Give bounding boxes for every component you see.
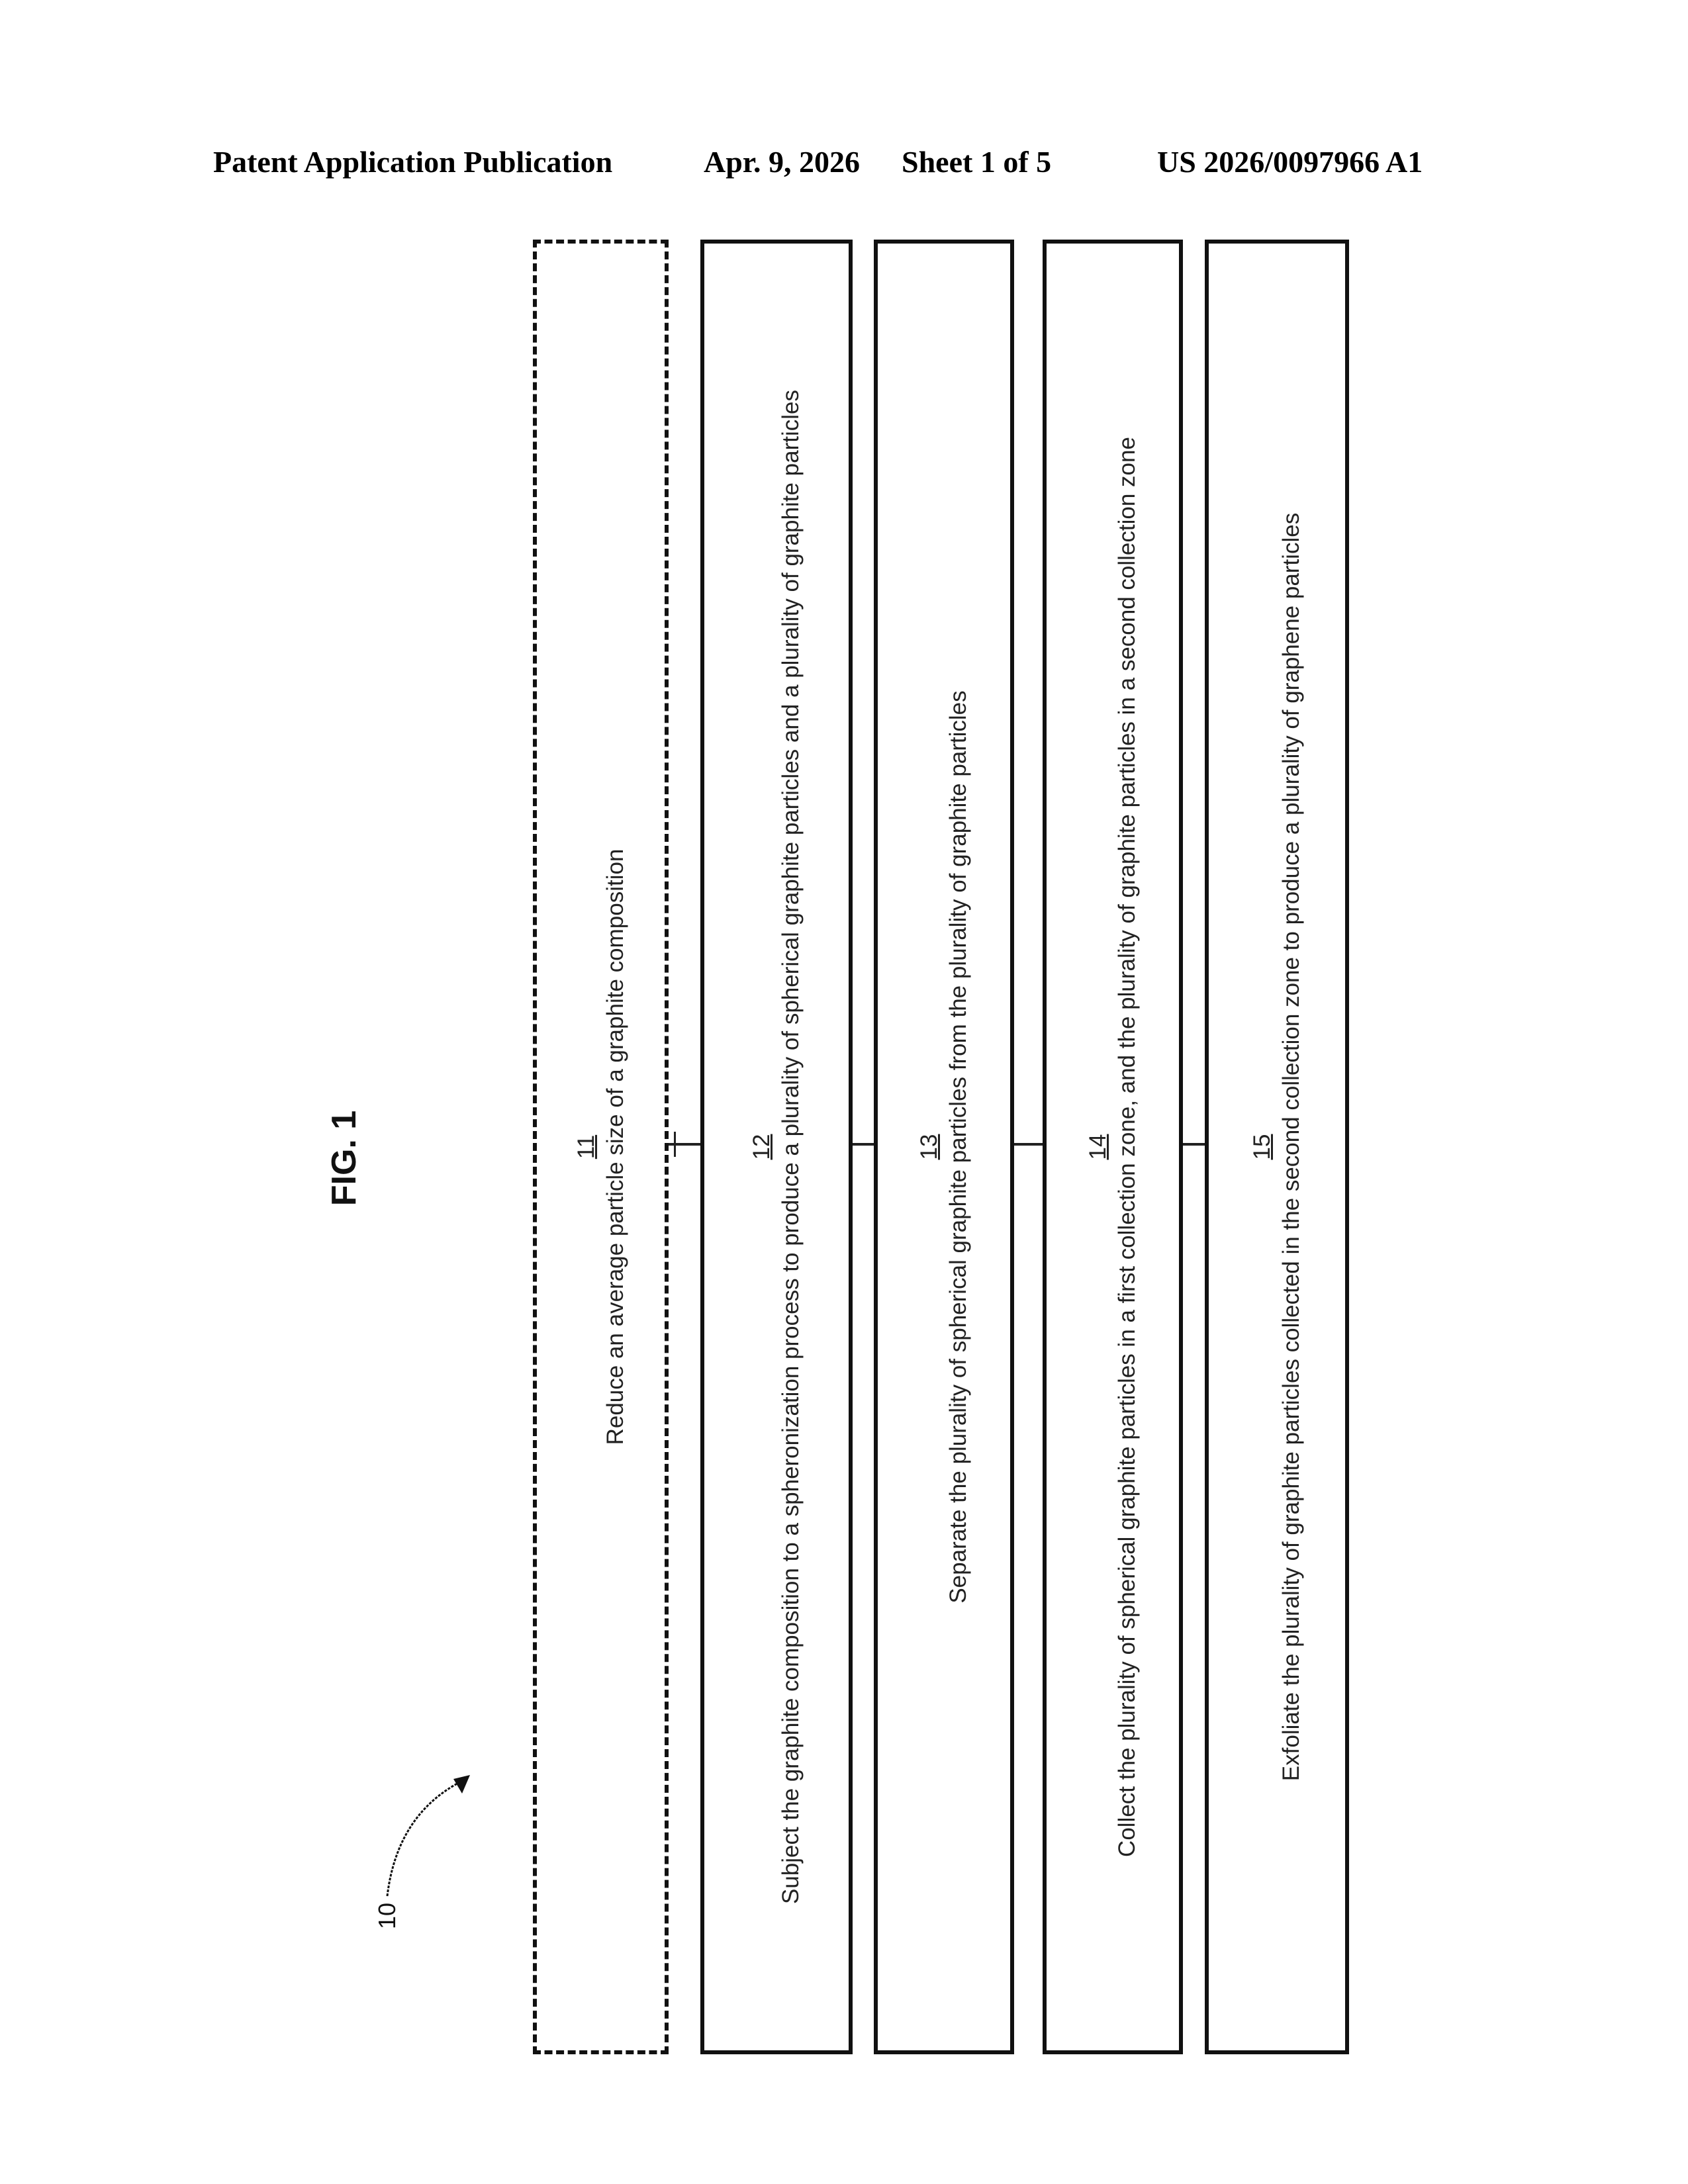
step-box-11: 11 Reduce an average particle size of a …: [533, 240, 669, 2054]
reference-arrow-icon: [386, 1775, 470, 1897]
connector-tick: [674, 1132, 676, 1157]
publication-type: Patent Application Publication: [213, 145, 613, 179]
page-header: Patent Application Publication Apr. 9, 2…: [0, 144, 1688, 191]
step-box-12: 12 Subject the graphite composition to a…: [700, 240, 853, 2054]
step-box-13: 13 Separate the plurality of spherical g…: [874, 240, 1014, 2054]
step-text: Separate the plurality of spherical grap…: [945, 690, 971, 1604]
step-ref: 12: [749, 1134, 774, 1160]
step-ref: 14: [1085, 1134, 1111, 1160]
step-ref: 13: [916, 1134, 942, 1160]
connector-14-15: [1183, 1143, 1205, 1146]
step-text: Exfoliate the plurality of graphite part…: [1278, 512, 1304, 1782]
step-text: Collect the plurality of spherical graph…: [1114, 437, 1140, 1857]
publication-date: Apr. 9, 2026: [704, 145, 860, 179]
connector-11-12: [669, 1143, 700, 1146]
step-box-15: 15 Exfoliate the plurality of graphite p…: [1205, 240, 1349, 2054]
figure-title: FIG. 1: [325, 1110, 363, 1206]
connector-13-14: [1014, 1143, 1043, 1146]
figure-reference-number: 10: [373, 1902, 400, 1930]
step-box-14: 14 Collect the plurality of spherical gr…: [1043, 240, 1183, 2054]
step-ref: 15: [1249, 1134, 1275, 1160]
publication-number: US 2026/0097966 A1: [1157, 145, 1423, 179]
sheet-number: Sheet 1 of 5: [902, 145, 1052, 179]
step-text: Subject the graphite composition to a sp…: [778, 390, 804, 1904]
step-text: Reduce an average particle size of a gra…: [602, 848, 628, 1445]
step-ref: 11: [573, 1134, 599, 1160]
connector-12-13: [853, 1143, 874, 1146]
